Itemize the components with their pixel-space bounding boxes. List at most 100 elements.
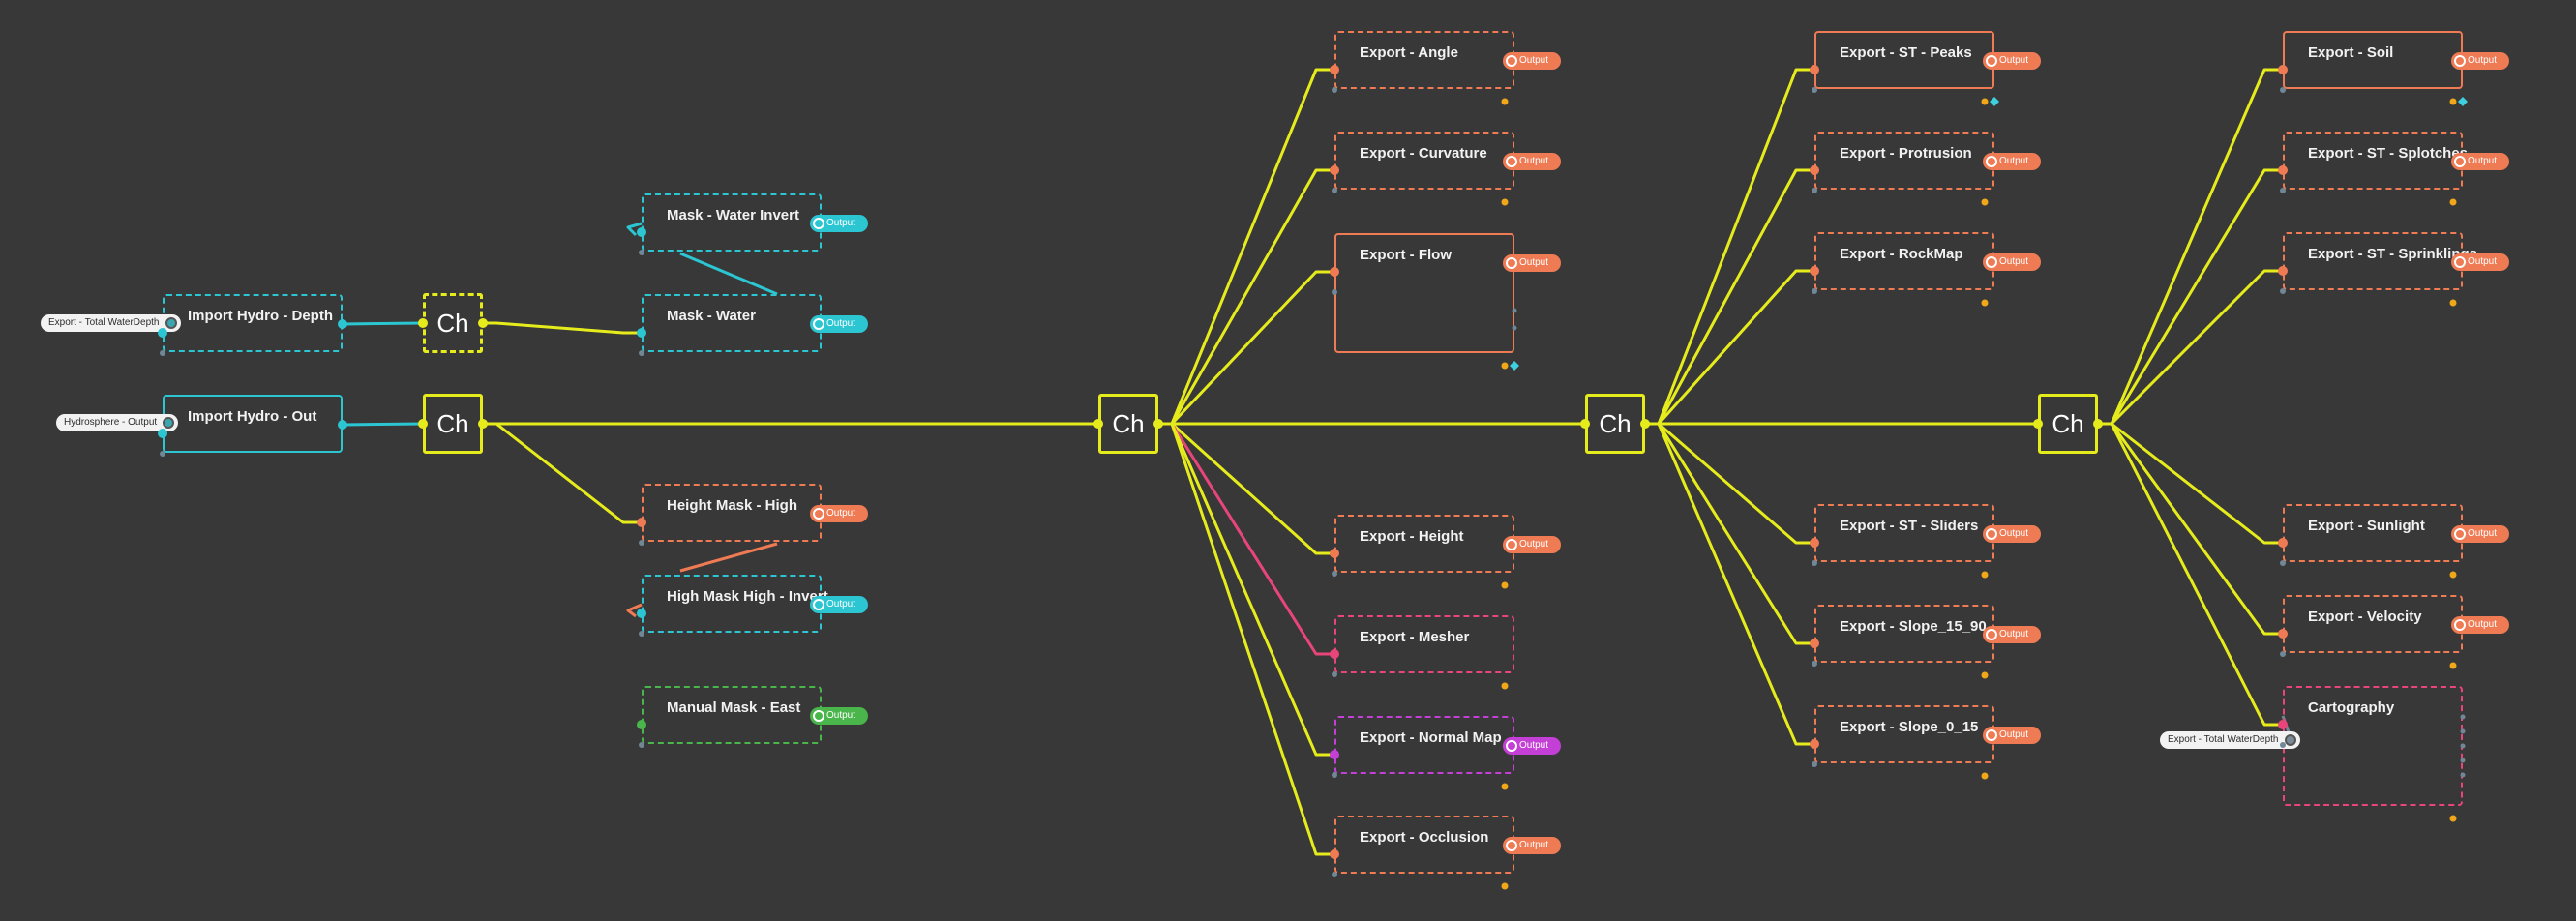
input-port-dot[interactable]	[2278, 538, 2288, 548]
node-export-curvature[interactable]: Export - Curvature Output	[1334, 132, 1561, 190]
hub-output-dot[interactable]	[1640, 419, 1650, 429]
output-port[interactable]: Output	[1503, 153, 1561, 170]
output-port[interactable]: Output	[2451, 52, 2509, 70]
input-port-dot[interactable]	[1810, 639, 1819, 648]
output-port[interactable]: Output	[2451, 153, 2509, 170]
hub-output-dot[interactable]	[2093, 419, 2103, 429]
output-label: Output	[2468, 156, 2498, 166]
input-port-dot[interactable]	[637, 609, 646, 618]
output-port[interactable]: Output	[2451, 525, 2509, 543]
input-port-dot[interactable]	[1810, 538, 1819, 548]
output-ring-icon	[1986, 729, 1997, 741]
input-port-dot[interactable]	[637, 227, 646, 237]
node-height-mask-high[interactable]: Height Mask - High Output	[642, 484, 868, 542]
input-port-dot[interactable]	[1330, 649, 1339, 659]
input-port-dot[interactable]	[637, 720, 646, 729]
output-ring-icon	[2454, 156, 2466, 167]
hub-output-dot[interactable]	[478, 419, 488, 429]
input-port-dot[interactable]	[2278, 165, 2288, 175]
input-port-dot[interactable]	[637, 518, 646, 527]
output-port[interactable]: Output	[810, 505, 868, 522]
output-port[interactable]: Output	[1983, 253, 2041, 271]
output-port-dot[interactable]	[338, 420, 347, 430]
node-title: Export - Curvature	[1360, 145, 1487, 162]
output-port[interactable]: Output	[1983, 52, 2041, 70]
status-dot-icon	[1981, 571, 1989, 579]
input-port-dot[interactable]	[637, 328, 646, 338]
input-port-dot[interactable]	[1810, 739, 1819, 749]
hub-input-dot[interactable]	[418, 318, 428, 328]
external-input-ext-total-water[interactable]: Export - Total WaterDepth	[41, 314, 181, 332]
output-port[interactable]: Output	[810, 215, 868, 232]
input-port-dot[interactable]	[1330, 750, 1339, 759]
input-port-dot[interactable]	[1810, 65, 1819, 74]
node-title: Cartography	[2308, 699, 2395, 716]
output-port-dot[interactable]	[338, 319, 347, 329]
input-port-dot[interactable]	[2278, 65, 2288, 74]
output-port[interactable]: Output	[1983, 153, 2041, 170]
aux-port-dot	[1812, 560, 1817, 566]
output-port[interactable]: Output	[2451, 616, 2509, 634]
output-port[interactable]: Output	[1503, 837, 1561, 854]
hub-input-dot[interactable]	[1580, 419, 1590, 429]
input-port-dot[interactable]	[1330, 165, 1339, 175]
output-port[interactable]: Output	[810, 596, 868, 613]
output-port[interactable]: Output	[1503, 52, 1561, 70]
input-port-dot[interactable]	[2278, 266, 2288, 276]
output-port[interactable]: Output	[1983, 727, 2041, 744]
input-port-dot[interactable]	[1330, 849, 1339, 859]
status-dot-icon	[2449, 98, 2457, 105]
aux-port-dot	[1332, 87, 1337, 93]
output-port[interactable]: Output	[2451, 253, 2509, 271]
input-port-dot[interactable]	[1330, 549, 1339, 558]
output-label: Output	[1519, 55, 1549, 66]
input-port-dot[interactable]	[2278, 720, 2288, 729]
input-port-dot[interactable]	[1330, 65, 1339, 74]
hub-output-dot[interactable]	[1153, 419, 1163, 429]
hub-output-dot[interactable]	[478, 318, 488, 328]
external-input-ext-hydrosphere[interactable]: Hydrosphere - Output	[56, 414, 179, 431]
input-port-dot[interactable]	[1330, 267, 1339, 277]
hub-input-dot[interactable]	[418, 419, 428, 429]
output-label: Output	[1519, 539, 1549, 550]
hub-input-dot[interactable]	[1093, 419, 1103, 429]
status-dot-icon	[1501, 882, 1509, 890]
hub-input-dot[interactable]	[2033, 419, 2043, 429]
output-port[interactable]: Output	[1503, 737, 1561, 755]
output-port[interactable]: Output	[1503, 254, 1561, 272]
node-title: Height Mask - High	[667, 497, 798, 514]
input-port-dot[interactable]	[158, 328, 167, 338]
input-port-dot[interactable]	[1810, 165, 1819, 175]
input-port-dot[interactable]	[2278, 629, 2288, 639]
output-port[interactable]: Output	[1503, 536, 1561, 553]
node-export-mesher[interactable]: Export - Mesher	[1334, 615, 1514, 673]
output-port[interactable]: Output	[810, 315, 868, 333]
output-port[interactable]: Output	[1983, 525, 2041, 543]
external-input-ext-total-water-2[interactable]: Export - Total WaterDepth	[2160, 731, 2300, 749]
output-port[interactable]: Output	[1983, 626, 2041, 643]
input-port-dot[interactable]	[158, 429, 167, 438]
output-port[interactable]: Output	[810, 707, 868, 725]
input-port-dot[interactable]	[1810, 266, 1819, 276]
